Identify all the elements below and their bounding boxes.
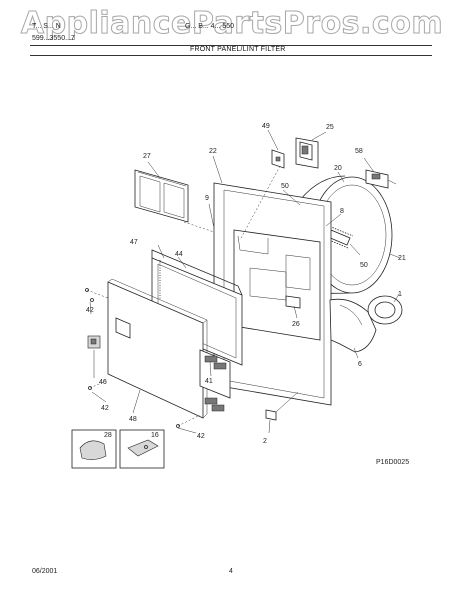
callout-1: 1 bbox=[398, 291, 402, 298]
callout-42-left: 42 bbox=[101, 405, 109, 412]
duct-part bbox=[329, 298, 377, 353]
callout-25: 25 bbox=[326, 124, 334, 131]
callout-16: 16 bbox=[151, 432, 159, 439]
callout-27: 27 bbox=[143, 153, 151, 160]
switch-actuator-part bbox=[295, 137, 319, 169]
door-catch-part bbox=[87, 335, 101, 349]
callout-44: 44 bbox=[175, 251, 183, 258]
header-rule-top bbox=[30, 45, 432, 46]
callout-20: 20 bbox=[334, 165, 342, 172]
callout-48: 48 bbox=[129, 416, 137, 423]
header-serial-label: T... S... N bbox=[32, 23, 61, 30]
footer-page-number: 4 bbox=[229, 568, 233, 575]
section-title: FRONT PANEL/LINT FILTER bbox=[190, 46, 286, 53]
callout-28: 28 bbox=[104, 432, 112, 439]
thermostat-part bbox=[365, 169, 397, 189]
callout-58: 58 bbox=[355, 148, 363, 155]
callout-labels: 1 2 6 8 9 16 20 21 22 25 26 27 28 41 42 … bbox=[86, 123, 406, 445]
door-switch-part bbox=[271, 149, 285, 169]
callout-41: 41 bbox=[205, 378, 213, 385]
callout-42-top: 42 bbox=[86, 307, 94, 314]
callout-2: 2 bbox=[263, 438, 267, 445]
header-model-code: G... B... 4... 550 bbox=[185, 23, 235, 30]
callout-50-right: 50 bbox=[360, 262, 368, 269]
callout-9: 9 bbox=[205, 195, 209, 202]
door-panel-part bbox=[107, 278, 208, 419]
accessory-box-16 bbox=[119, 429, 165, 469]
callout-47: 47 bbox=[130, 239, 138, 246]
lint-filter-housing-part bbox=[134, 169, 189, 223]
callout-6: 6 bbox=[358, 361, 362, 368]
callout-8: 8 bbox=[340, 208, 344, 215]
exhaust-ring-part bbox=[367, 295, 403, 325]
front-bulkhead-part bbox=[213, 182, 332, 406]
accessory-box-28 bbox=[71, 429, 117, 469]
footer-date: 06/2001 bbox=[32, 568, 58, 575]
header-rule-bottom bbox=[30, 55, 432, 56]
header-part-number: 599...3550...7 bbox=[32, 35, 75, 42]
grommet-part bbox=[265, 409, 277, 421]
callout-42-bottom: 42 bbox=[197, 433, 205, 440]
callout-46: 46 bbox=[99, 379, 107, 386]
leader-lines bbox=[86, 129, 401, 434]
figure-id: P16D0025 bbox=[376, 459, 410, 466]
callout-50-top: 50 bbox=[281, 183, 289, 190]
callout-26: 26 bbox=[292, 321, 300, 328]
door-hinge-part bbox=[199, 349, 231, 412]
callout-22: 22 bbox=[209, 148, 217, 155]
screw-parts bbox=[85, 288, 180, 428]
callout-21: 21 bbox=[398, 255, 406, 262]
callout-49: 49 bbox=[262, 123, 270, 130]
